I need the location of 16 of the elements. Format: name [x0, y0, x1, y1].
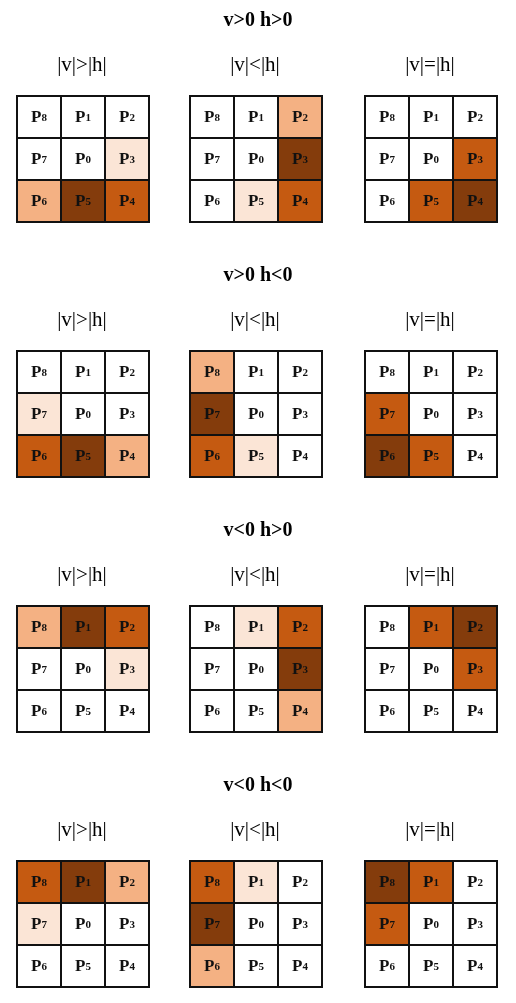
condition-label: |v|>|h|	[56, 307, 108, 332]
condition-label: |v|=|h|	[404, 817, 456, 842]
condition-label: |v|>|h|	[56, 562, 108, 587]
condition-label: |v|=|h|	[404, 52, 456, 77]
condition-label: |v|>|h|	[56, 817, 108, 842]
condition-label: |v|<|h|	[229, 817, 281, 842]
condition-label: |v|<|h|	[229, 562, 281, 587]
section-title: v<0 h<0	[222, 773, 294, 796]
section-title: v>0 h<0	[222, 263, 294, 286]
condition-label: |v|>|h|	[56, 52, 108, 77]
condition-label: |v|=|h|	[404, 562, 456, 587]
condition-label: |v|<|h|	[229, 52, 281, 77]
condition-label: |v|=|h|	[404, 307, 456, 332]
condition-label: |v|<|h|	[229, 307, 281, 332]
section-title: v>0 h>0	[222, 8, 294, 31]
section-title: v<0 h>0	[222, 518, 294, 541]
